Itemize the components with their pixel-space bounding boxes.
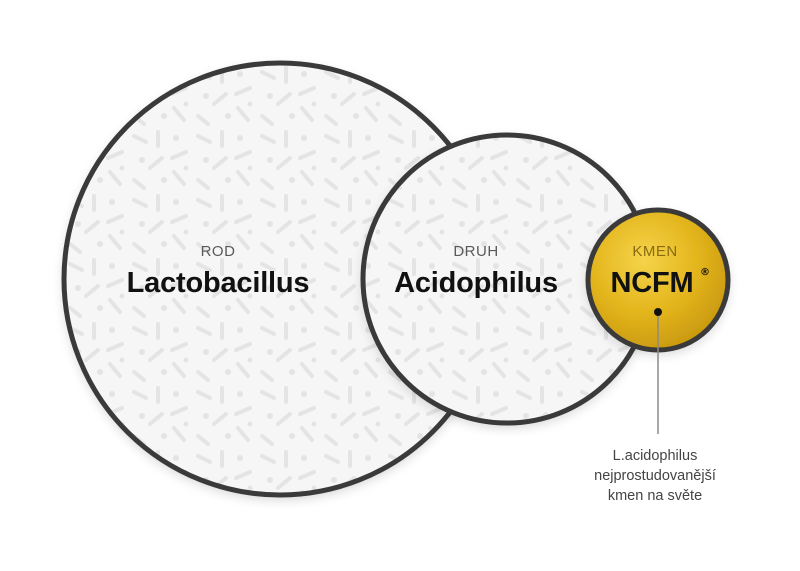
druh-pattern	[363, 135, 651, 423]
kmen-circle	[588, 210, 728, 350]
druh-big-label: Acidophilus	[394, 267, 558, 299]
caption-line-3: kmen na světe	[607, 488, 703, 504]
druh-small-label: DRUH	[453, 243, 498, 260]
kmen-big-label: NCFM	[611, 267, 694, 299]
caption-line-1: L.acidophilus	[612, 448, 698, 464]
caption-line-2: nejprostudovanější	[594, 468, 716, 484]
connector-dot	[654, 308, 662, 316]
kmen-caption: L.acidophilus nejprostudovanější kmen na…	[580, 446, 730, 506]
kmen-small-label: KMEN	[632, 243, 677, 260]
rod-circle-group	[61, 60, 499, 498]
rod-big-label: Lactobacillus	[127, 267, 310, 299]
druh-circle-group	[360, 132, 654, 426]
rod-pattern	[64, 63, 496, 495]
rod-small-label: ROD	[201, 243, 236, 260]
registered-mark: ®	[700, 267, 710, 278]
